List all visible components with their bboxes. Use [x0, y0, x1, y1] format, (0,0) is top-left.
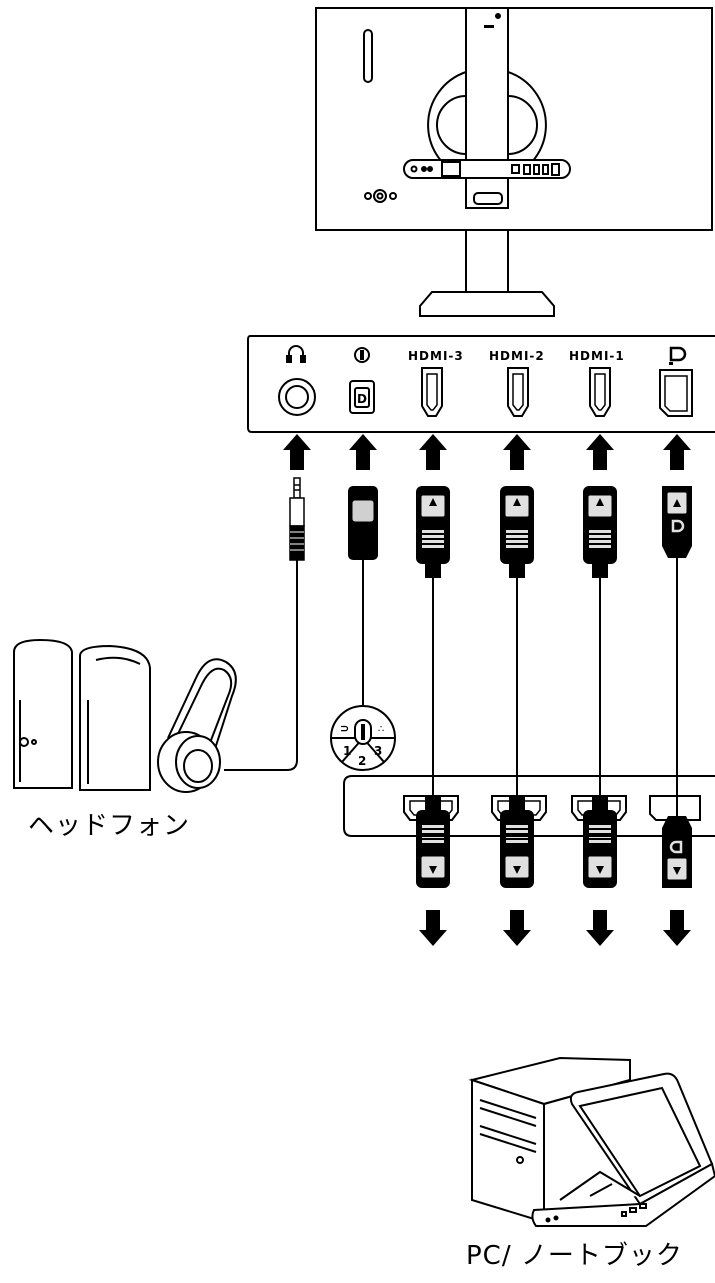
displayport-icon	[669, 346, 687, 365]
pc-hdmi-port-1	[403, 795, 459, 821]
displayport-plug-top	[662, 486, 692, 558]
laptop-illustration	[531, 1072, 715, 1227]
hdmi2-plug-bottom	[500, 796, 534, 888]
hdmi3-port: HDMI-3	[408, 349, 464, 417]
controller-port: D	[349, 347, 375, 414]
monitor-port-panel: D HDMI-3 HDMI-2 HDMI-1	[247, 335, 715, 433]
pc-hdmi-port-2	[491, 795, 547, 821]
controller-puck: ⊃ ∴ 1 2 3	[330, 705, 396, 771]
headphones-illustration	[157, 658, 237, 793]
puck-number-3: 3	[374, 744, 382, 758]
down-arrows	[419, 910, 691, 946]
hdmi3-plug-top	[416, 486, 450, 578]
svg-text:∴: ∴	[378, 724, 384, 735]
pc-port-panel	[343, 775, 715, 837]
controller-icon	[354, 347, 370, 363]
puck-number-2: 2	[358, 754, 366, 768]
hdmi1-plug-bottom	[583, 796, 617, 888]
displayport-plug-bottom	[662, 816, 692, 888]
monitor-rear-view	[315, 7, 713, 317]
pc-caption: PC/ ノートブック	[466, 1241, 683, 1271]
pc-hdmi-port-3	[571, 795, 627, 821]
speakers-illustration	[13, 638, 151, 791]
up-arrows	[283, 434, 691, 470]
audio-plug	[289, 477, 305, 561]
headphone-caption: ヘッドフォン	[28, 811, 191, 841]
hdmi2-label: HDMI-2	[489, 349, 545, 363]
headphone-port	[278, 345, 316, 416]
svg-text:⊃: ⊃	[340, 722, 349, 735]
controller-plug	[348, 486, 378, 560]
svg-text:D: D	[357, 392, 367, 406]
puck-number-1: 1	[343, 744, 351, 758]
hdmi1-label: HDMI-1	[569, 349, 625, 363]
headphone-icon	[286, 345, 306, 363]
hdmi2-port: HDMI-2	[489, 349, 545, 417]
cable-lines	[224, 558, 678, 816]
hdmi2-plug-top	[500, 486, 534, 578]
hdmi1-plug-top	[583, 486, 617, 578]
hdmi3-plug-bottom	[416, 796, 450, 888]
displayport-port	[659, 346, 693, 417]
hdmi1-port: HDMI-1	[569, 349, 625, 417]
pc-displayport-port	[649, 795, 701, 821]
hdmi3-label: HDMI-3	[408, 349, 464, 363]
